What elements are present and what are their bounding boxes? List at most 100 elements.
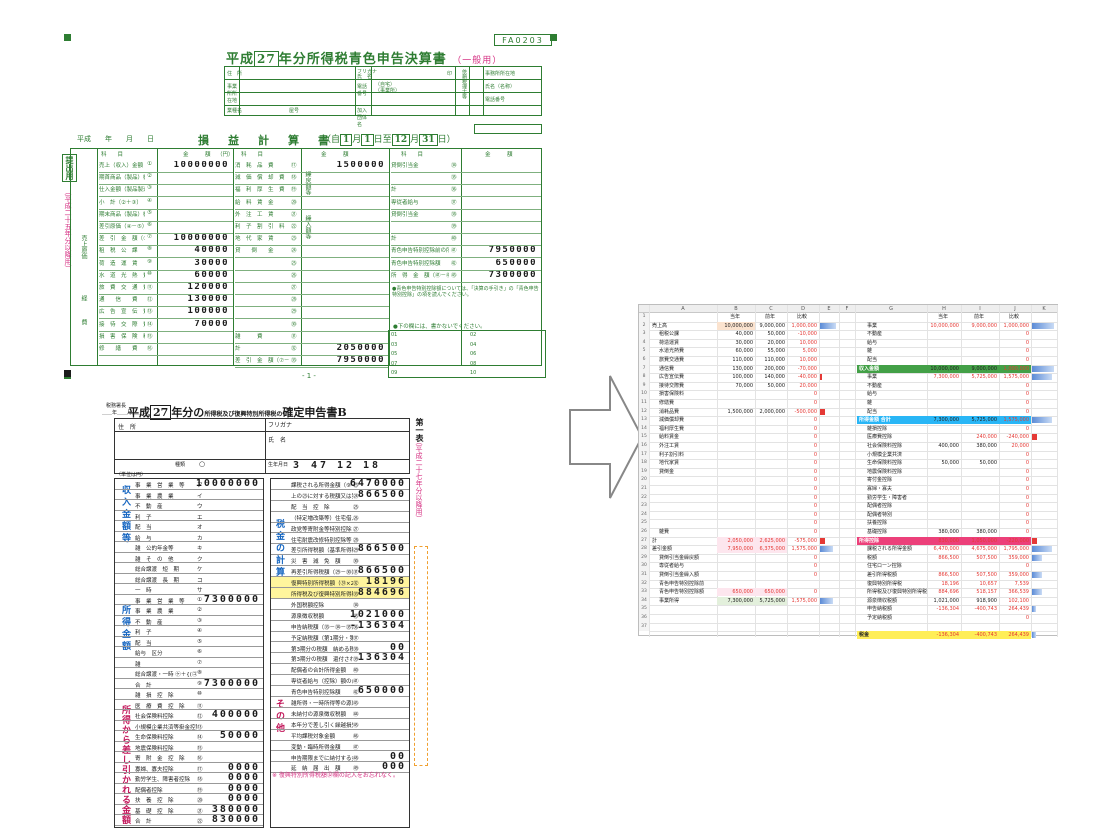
last-year-value[interactable]: 518,157 bbox=[976, 589, 997, 596]
this-year-value[interactable] bbox=[927, 339, 961, 347]
row-label[interactable]: 所得金額 合計 bbox=[857, 416, 927, 425]
row-label[interactable]: 水道光熱費 bbox=[659, 348, 685, 355]
last-year-value[interactable] bbox=[961, 356, 999, 364]
last-year-value[interactable] bbox=[755, 442, 787, 450]
this-year-value[interactable] bbox=[717, 528, 755, 536]
row-number[interactable]: 13 bbox=[639, 416, 649, 425]
diff-value[interactable]: 0 bbox=[813, 554, 817, 561]
row-label[interactable]: 小規模企業共済 bbox=[867, 451, 903, 458]
row-label[interactable]: 修繕費 bbox=[659, 400, 675, 406]
row-number[interactable]: 22 bbox=[639, 493, 649, 503]
row-label[interactable]: 不動産 bbox=[867, 331, 883, 338]
diff-value[interactable]: 0 bbox=[813, 589, 817, 596]
row-label[interactable]: 青色申告特別控除前 bbox=[659, 580, 705, 587]
row-label[interactable]: 基礎控除 bbox=[867, 529, 888, 535]
this-year-value[interactable] bbox=[927, 614, 961, 622]
diff-value[interactable]: 0 bbox=[813, 563, 817, 570]
last-year-value[interactable] bbox=[755, 459, 787, 467]
column-letter[interactable]: G bbox=[889, 306, 893, 312]
last-year-value[interactable] bbox=[755, 399, 787, 407]
row-number[interactable]: 35 bbox=[639, 605, 649, 614]
row-label[interactable]: 所得控除 bbox=[857, 536, 927, 545]
diff-value[interactable]: -500,000 bbox=[794, 408, 817, 415]
diff-value[interactable]: 0 bbox=[813, 468, 817, 475]
row-label[interactable]: 貸倒引当金繰戻額 bbox=[659, 554, 700, 561]
row-label[interactable] bbox=[651, 605, 717, 613]
header-this-year[interactable]: 当年 bbox=[937, 314, 948, 320]
last-year-value[interactable] bbox=[961, 399, 999, 407]
this-year-value[interactable]: 70,000 bbox=[735, 382, 754, 389]
diff-value[interactable] bbox=[787, 605, 819, 613]
diff-value[interactable]: 0 bbox=[1025, 503, 1029, 510]
this-year-value[interactable] bbox=[927, 623, 961, 631]
diff-value[interactable]: 264,439 bbox=[1008, 606, 1029, 613]
last-year-value[interactable] bbox=[755, 485, 787, 493]
this-year-value[interactable]: 6,470,000 bbox=[933, 546, 959, 553]
this-year-value[interactable]: 50,000 bbox=[941, 460, 960, 467]
row-label[interactable]: 外注工賃 bbox=[659, 443, 680, 449]
diff-value[interactable]: 0 bbox=[813, 443, 817, 449]
row-label[interactable]: 減価償却費 bbox=[659, 417, 685, 424]
row-label[interactable]: 差引所得税額 bbox=[867, 572, 898, 578]
diff-value[interactable] bbox=[787, 614, 819, 622]
diff-value[interactable]: 0 bbox=[1025, 520, 1029, 527]
row-number[interactable]: 6 bbox=[639, 356, 649, 365]
this-year-value[interactable]: 100,000 bbox=[732, 374, 753, 381]
last-year-value[interactable] bbox=[961, 468, 999, 476]
row-number[interactable]: 1 bbox=[639, 313, 649, 322]
row-label[interactable]: 利子割引料 bbox=[659, 451, 685, 458]
row-label[interactable]: 税金 bbox=[857, 631, 927, 640]
this-year-value[interactable] bbox=[927, 382, 961, 390]
last-year-value[interactable]: 240,000 bbox=[976, 434, 997, 441]
row-label[interactable]: 専従者給与 bbox=[659, 563, 685, 570]
row-number[interactable]: 18 bbox=[639, 459, 649, 468]
row-label[interactable]: 給料賃金 bbox=[659, 434, 680, 441]
this-year-value[interactable] bbox=[927, 485, 961, 493]
diff-value[interactable]: 0 bbox=[1025, 400, 1029, 406]
diff-value[interactable]: 10,000 bbox=[799, 357, 818, 363]
last-year-value[interactable] bbox=[961, 425, 999, 433]
row-label[interactable]: 広告宣伝費 bbox=[659, 374, 685, 381]
last-year-value[interactable] bbox=[961, 614, 999, 622]
diff-value[interactable]: 264,439 bbox=[999, 631, 1031, 640]
row-label[interactable]: 所得税及び復興特別所得税の額 bbox=[867, 589, 927, 596]
diff-value[interactable]: 0 bbox=[1025, 511, 1029, 518]
diff-value[interactable]: 0 bbox=[1025, 529, 1029, 535]
diff-value[interactable]: -240,000 bbox=[1006, 434, 1029, 441]
row-label[interactable]: 予定納税額 bbox=[867, 615, 893, 621]
diff-value[interactable]: 0 bbox=[1025, 382, 1029, 389]
last-year-value[interactable]: 50,000 bbox=[979, 460, 998, 467]
this-year-value[interactable] bbox=[927, 562, 961, 570]
last-year-value[interactable]: 20,000 bbox=[767, 339, 786, 346]
row-number[interactable]: 3 bbox=[639, 330, 649, 339]
row-label[interactable]: 配偶者控除 bbox=[867, 503, 893, 510]
row-label[interactable]: 貸倒引当金繰入額 bbox=[659, 572, 700, 578]
header-diff[interactable]: 比較 bbox=[796, 314, 807, 320]
column-letter[interactable]: H bbox=[942, 306, 946, 312]
last-year-value[interactable] bbox=[755, 425, 787, 433]
diff-value[interactable]: 0 bbox=[1025, 339, 1029, 346]
diff-value[interactable]: 0 bbox=[813, 494, 817, 501]
this-year-value[interactable] bbox=[717, 399, 755, 407]
this-year-value[interactable] bbox=[717, 605, 755, 613]
diff-value[interactable]: -220,000 bbox=[999, 536, 1031, 545]
last-year-value[interactable]: 50,000 bbox=[767, 331, 786, 338]
diff-value[interactable]: 0 bbox=[1025, 331, 1029, 338]
last-year-value[interactable]: 380,000 bbox=[976, 529, 997, 535]
last-year-value[interactable]: 9,000,000 bbox=[971, 322, 997, 329]
row-label[interactable]: 接待交際費 bbox=[659, 382, 685, 389]
this-year-value[interactable]: 650,000 bbox=[717, 588, 755, 597]
row-number[interactable]: 37 bbox=[639, 622, 649, 632]
last-year-value[interactable]: 507,500 bbox=[976, 554, 997, 561]
diff-value[interactable] bbox=[787, 580, 819, 588]
diff-value[interactable]: 1,000,000 bbox=[791, 322, 817, 329]
row-label[interactable]: 雑損控除 bbox=[867, 425, 888, 432]
diff-value[interactable]: 5,000 bbox=[802, 348, 817, 355]
diff-value[interactable]: 0 bbox=[813, 434, 817, 441]
last-year-value[interactable] bbox=[755, 580, 787, 588]
row-label[interactable]: 配当 bbox=[867, 408, 878, 415]
diff-value[interactable]: 0 bbox=[813, 529, 817, 535]
row-label[interactable]: 貸倒金 bbox=[659, 468, 675, 475]
diff-value[interactable]: 1,575,000 bbox=[791, 546, 817, 553]
this-year-value[interactable]: -136,304 bbox=[927, 631, 961, 640]
